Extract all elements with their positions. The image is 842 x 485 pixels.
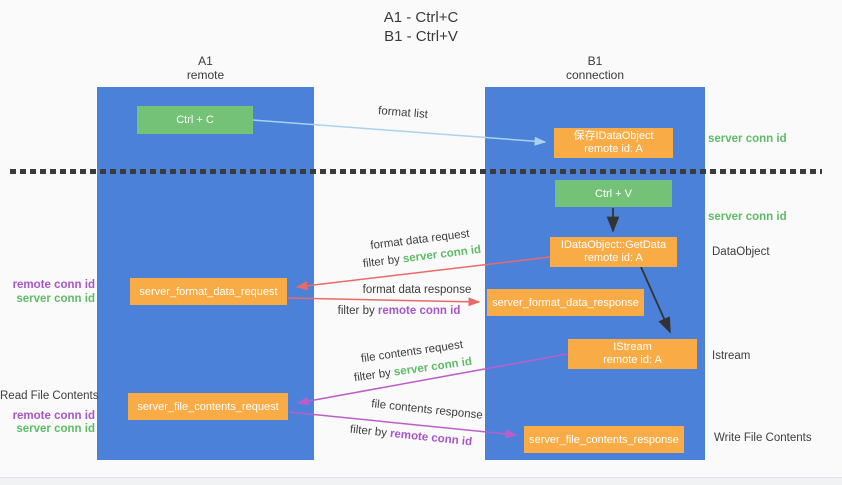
diagram-title: A1 - Ctrl+C B1 - Ctrl+V [0, 8, 842, 46]
filter-prefix: filter by [353, 366, 395, 385]
node-save-idataobject-title: 保存IDataObject [573, 130, 654, 142]
label-format-list: format list [377, 105, 429, 121]
filter-prefix: filter by [349, 423, 391, 440]
arrow-format-data-response [287, 297, 481, 307]
filter-key-server-conn-id: server conn id [402, 243, 482, 266]
right-label-istream: Istream [712, 350, 751, 362]
node-ctrl-c: Ctrl + C [137, 106, 253, 134]
bottom-edge [0, 477, 842, 485]
left-label-block-format: remote conn id server conn id [0, 279, 95, 306]
lane-header-a1: A1 remote [97, 54, 314, 82]
left-label-server-conn-id-format: server conn id [16, 292, 95, 305]
left-label-read-file-contents: Read File Contents [0, 390, 99, 402]
left-label-block-file: Read File Contents remote conn id server… [0, 390, 99, 437]
filter-prefix: filter by [337, 305, 378, 317]
label-format-data-response: format data response [362, 284, 472, 296]
left-label-remote-conn-id-file: remote conn id [12, 409, 95, 422]
node-getdata-title: IDataObject::GetData [560, 239, 667, 251]
node-save-idataobject-remote-id: remote id: A [584, 143, 643, 155]
left-label-remote-conn-id-format: remote conn id [12, 279, 95, 291]
lane-a1-role: remote [186, 68, 225, 82]
lane-header-b1: B1 connection [485, 54, 705, 82]
right-label-write-file-contents: Write File Contents [714, 432, 812, 444]
title-line-a1: A1 - Ctrl+C [383, 9, 459, 26]
node-server-file-contents-response: server_file_contents_response [524, 426, 684, 453]
right-label-server-conn-id-ctrlv: server conn id [708, 211, 787, 223]
node-server-file-contents-request: server_file_contents_request [128, 393, 288, 420]
node-istream: IStream remote id: A [568, 339, 697, 369]
lane-a1-name: A1 [198, 54, 213, 68]
filter-key-server-conn-id: server conn id [393, 355, 473, 379]
filter-key-remote-conn-id: remote conn id [377, 305, 461, 317]
lane-b1-name: B1 [587, 54, 603, 68]
right-label-server-conn-id-top: server conn id [708, 133, 787, 145]
lane-b1-role: connection [565, 68, 625, 82]
node-server-format-data-request: server_format_data_request [130, 278, 287, 305]
left-label-server-conn-id-file: server conn id [16, 423, 95, 435]
label-filter-remote-conn-id-file: filter by remote conn id [349, 424, 472, 449]
node-getdata-remote-id: remote id: A [584, 252, 643, 264]
filter-prefix: filter by [362, 253, 404, 271]
node-server-format-data-response: server_format_data_response [487, 289, 644, 316]
right-label-dataobject: DataObject [712, 246, 770, 258]
title-line-b1: B1 - Ctrl+V [384, 28, 458, 45]
label-file-contents-response: file contents response [370, 398, 484, 422]
node-idataobject-getdata: IDataObject::GetData remote id: A [550, 237, 677, 267]
filter-key-remote-conn-id: remote conn id [389, 427, 473, 449]
node-istream-title: IStream [613, 341, 652, 353]
label-filter-remote-conn-id-format: filter by remote conn id [338, 305, 461, 317]
copy-paste-separator-line [10, 169, 822, 174]
node-save-idataobject: 保存IDataObject remote id: A [554, 128, 673, 158]
node-ctrl-v: Ctrl + V [555, 180, 672, 207]
node-istream-remote-id: remote id: A [603, 354, 662, 366]
